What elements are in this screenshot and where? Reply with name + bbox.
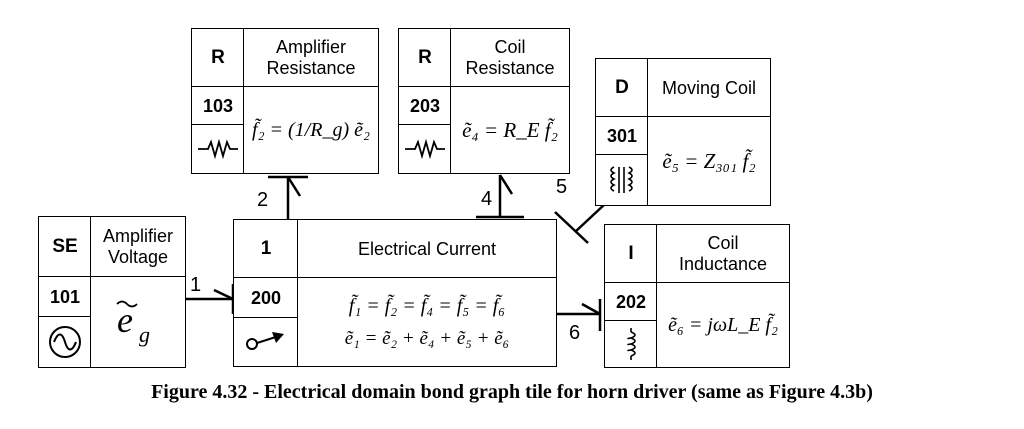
current-arrow-icon: [233, 317, 299, 367]
tile-equation: ẽ₄ = R_E f̃₂: [450, 86, 570, 174]
bond-2-half-arrow: [286, 176, 302, 197]
bond-4-half-arrow: [498, 174, 514, 195]
tile-number: 200: [233, 277, 299, 319]
inductor-icon: [604, 320, 658, 368]
bond-5-causal-stroke: [554, 211, 589, 244]
resistor-icon: [398, 124, 452, 174]
tile-name: Amplifier Resistance: [243, 28, 379, 88]
sine-source-icon: [38, 316, 92, 368]
tile-type: R: [191, 28, 245, 88]
tile-name: Moving Coil: [647, 58, 771, 118]
tile-number: 202: [604, 282, 658, 322]
bond-6-label: 6: [569, 322, 581, 344]
bond-6-half-arrow: [581, 302, 601, 316]
tile-name: Coil Inductance: [656, 224, 790, 284]
bond-1-label: 1: [190, 274, 202, 296]
tile-equation: f̃₂ = (1/R_g) ẽ₂: [243, 86, 379, 174]
flow-equation: f̃₁ = f̃₂ = f̃₄ = f̃₅ = f̃₆: [348, 294, 506, 317]
bond-1-half-arrow: [213, 288, 234, 301]
figure-caption: Figure 4.32 - Electrical domain bond gra…: [151, 381, 873, 403]
tile-name: Amplifier Voltage: [90, 216, 186, 278]
tile-name: Coil Resistance: [450, 28, 570, 88]
tile-number: 301: [595, 116, 649, 156]
tile-type: 1: [233, 219, 299, 279]
tile-equation: ẽ₆ = jωL_E f̃₂: [656, 282, 790, 368]
svg-text:g: g: [139, 322, 150, 347]
tile-type: R: [398, 28, 452, 88]
bond-5-label: 5: [556, 176, 568, 198]
tile-number: 101: [38, 276, 92, 318]
tile-type: SE: [38, 216, 92, 278]
tile-number: 203: [398, 86, 452, 126]
bond-2-label: 2: [257, 189, 269, 211]
tile-equation: e g: [90, 276, 186, 368]
effort-equation: ẽ₁ = ẽ₂ + ẽ₄ + ẽ₅ + ẽ₆: [344, 327, 510, 349]
tile-equation: ẽ₅ = Z₃₀₁ f̃₂: [647, 116, 771, 206]
tile-equations: f̃₁ = f̃₂ = f̃₄ = f̃₅ = f̃₆ ẽ₁ = ẽ₂ + ẽ₄…: [297, 277, 557, 367]
resistor-icon: [191, 124, 245, 174]
coil-transducer-icon: [595, 154, 649, 206]
tile-name: Electrical Current: [297, 219, 557, 279]
tile-type: I: [604, 224, 658, 284]
tile-type: D: [595, 58, 649, 118]
tile-number: 103: [191, 86, 245, 126]
svg-text:e: e: [117, 300, 133, 340]
bond-4-label: 4: [481, 188, 493, 210]
